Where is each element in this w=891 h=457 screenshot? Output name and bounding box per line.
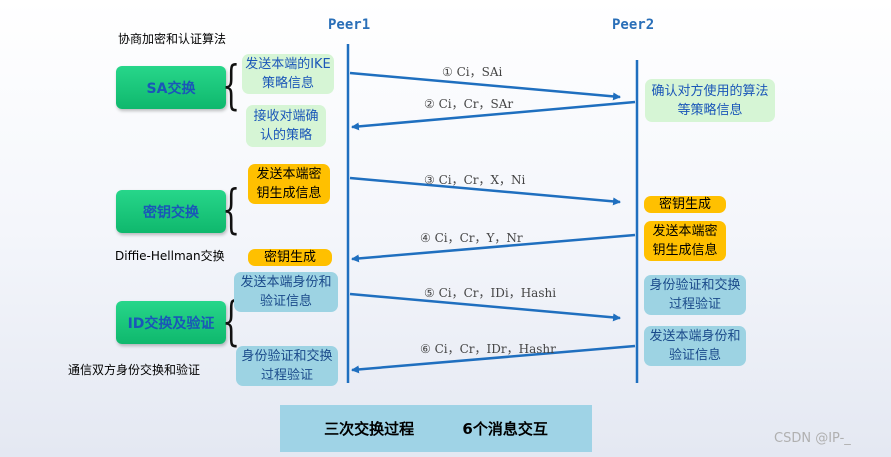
message-6: ⑥ Ci，Cr，IDr，Hashr: [420, 342, 556, 356]
summary-exchanges: 三次交换过程: [324, 420, 415, 438]
message-5: ⑤ Ci，Cr，IDi，Hashi: [424, 286, 557, 300]
summary-bar: 三次交换过程 6个消息交互: [280, 405, 592, 452]
summary-messages: 6个消息交互: [462, 420, 548, 438]
peer1-label: Peer1: [328, 17, 371, 33]
note-negotiate: 协商加密和认证算法: [118, 32, 227, 46]
message-4: ④ Ci，Cr，Y，Nr: [420, 231, 523, 245]
message-1: ① Ci，SAi: [442, 65, 503, 79]
right-box-send-identity: 发送本端身份和验证信息: [644, 326, 746, 366]
message-3: ③ Ci，Cr，X，Ni: [424, 173, 526, 187]
message-2: ② Ci，Cr，SAr: [424, 97, 514, 111]
arrow-msg1: [349, 71, 621, 101]
left-box-send-key-info: 发送本端密钥生成信息: [248, 164, 330, 204]
watermark: CSDN @IP-_: [774, 431, 851, 446]
phase-id-exchange: ID交换及验证: [116, 301, 226, 344]
arrow-msg6: [351, 344, 636, 374]
phase-sa-exchange: SA交换: [116, 66, 226, 109]
left-box-send-ike-policy: 发送本端的IKE策略信息: [242, 54, 334, 94]
arrow-msg3: [349, 176, 621, 206]
note-dh: Diffie-Hellman交换: [115, 249, 225, 263]
left-box-receive-policy: 接收对端确认的策略: [246, 105, 326, 147]
right-box-confirm-policy: 确认对方使用的算法等策略信息: [645, 79, 775, 122]
right-box-identity-verify: 身份验证和交换过程验证: [644, 275, 746, 315]
arrow-msg2: [351, 100, 636, 131]
phase-key-exchange: 密钥交换: [116, 190, 226, 233]
brace-sa: {: [222, 56, 241, 116]
arrow-msg5: [349, 292, 621, 322]
arrow-msg4: [351, 233, 636, 263]
brace-key: {: [222, 180, 241, 240]
note-identity: 通信双方身份交换和验证: [68, 363, 201, 377]
right-box-send-key-info: 发送本端密钥生成信息: [644, 221, 726, 261]
left-box-identity-verify: 身份验证和交换过程验证: [236, 346, 338, 386]
peer2-label: Peer2: [612, 17, 655, 33]
right-box-key-generated: 密钥生成: [644, 196, 726, 213]
left-box-key-generated: 密钥生成: [248, 249, 332, 266]
left-box-send-identity: 发送本端身份和验证信息: [234, 272, 338, 312]
